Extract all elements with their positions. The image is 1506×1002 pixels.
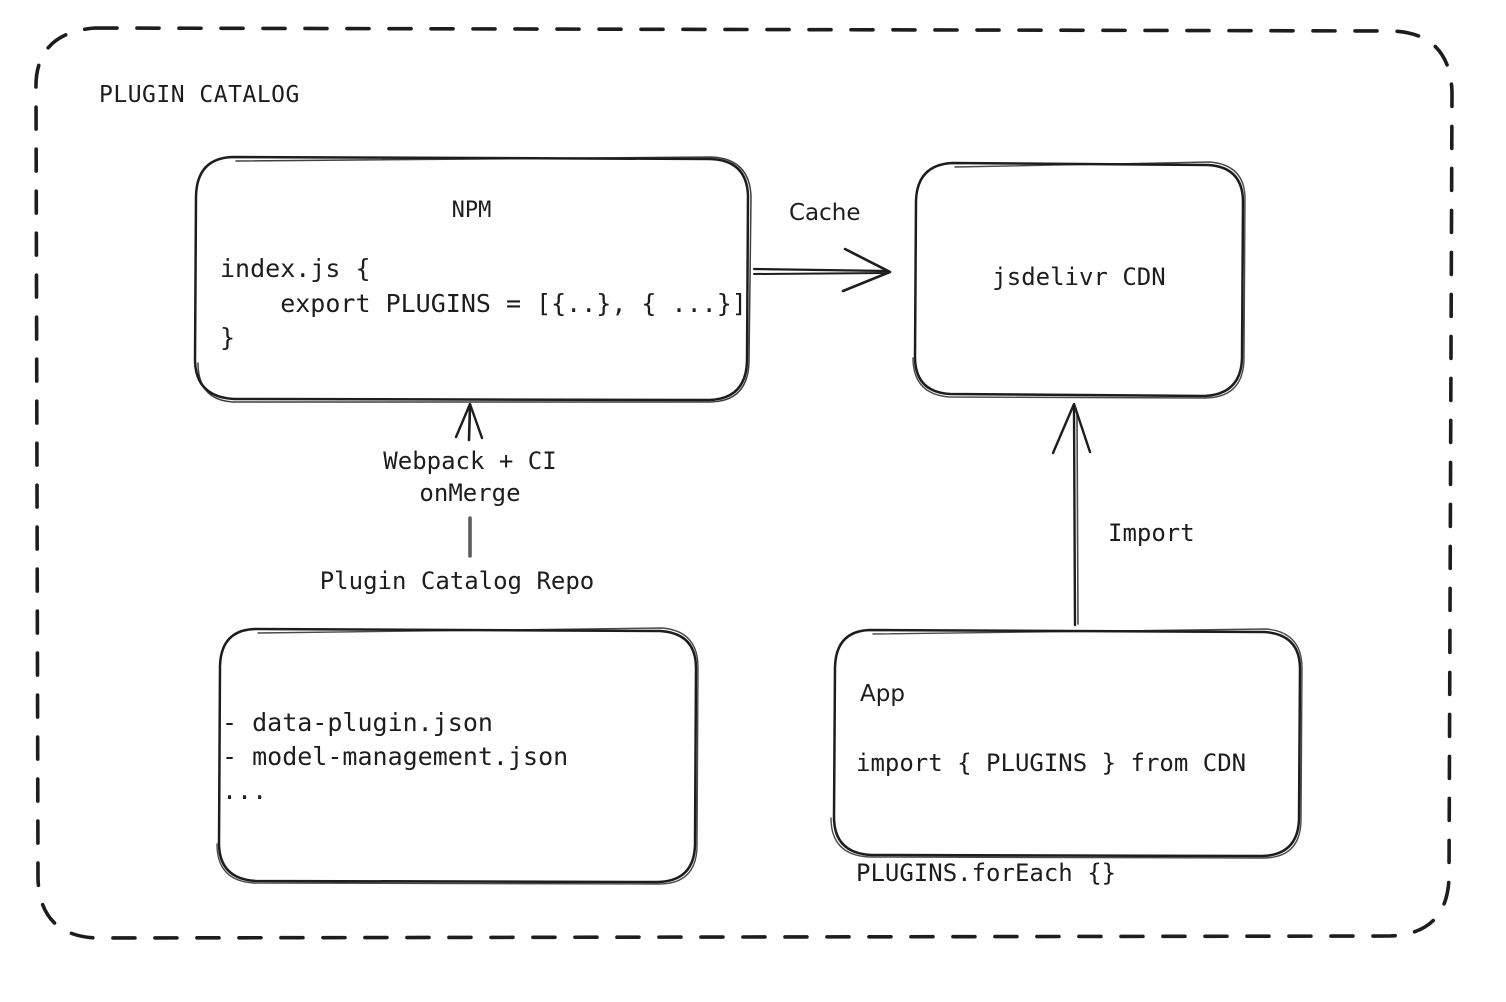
app-node-code: import { PLUGINS } from CDN PLUGINS.forE… <box>856 749 1247 888</box>
npm-box-stroke-b <box>197 156 752 403</box>
arrow-npm-to-cdn-head <box>841 247 892 293</box>
arrow-app-to-cdn-stem2 <box>1076 411 1079 625</box>
arrow-npm-to-cdn-line <box>752 267 890 273</box>
cdn-box-stroke-b <box>912 161 1246 399</box>
repo-node-caption: Plugin Catalog Repo <box>319 567 595 595</box>
cdn-box-stroke-a <box>913 161 1245 398</box>
arrow-npm-to-cdn-line2 <box>753 272 889 275</box>
arrow-repo-to-npm-stem <box>467 404 472 442</box>
cdn-node-title: jsdelivr CDN <box>992 263 1166 291</box>
app-box-stroke-b <box>830 628 1303 859</box>
group-title: PLUGIN CATALOG <box>99 82 300 108</box>
edge-label-cache: Cache <box>789 200 861 226</box>
arrow-repo-to-npm-head <box>454 402 484 440</box>
arrow-app-to-cdn-head <box>1051 402 1092 455</box>
npm-node-code: index.js { export PLUGINS = [{..}, { ...… <box>220 254 747 352</box>
repo-node-items: - data-plugin.json - model-management.js… <box>222 708 569 805</box>
repo-box-stroke-b <box>216 627 699 885</box>
app-box-stroke-a <box>832 628 1302 858</box>
group-boundary-dashed <box>34 26 1454 940</box>
npm-box-stroke-a <box>193 155 750 402</box>
npm-node-title: NPM <box>451 198 492 223</box>
edge-label-webpack-ci: Webpack + CI onMerge <box>383 447 557 507</box>
edge-label-import: Import <box>1108 519 1195 547</box>
app-node-title: App <box>860 681 905 707</box>
arrow-app-to-cdn-stem <box>1072 405 1077 627</box>
repo-box-stroke-a <box>217 627 698 884</box>
